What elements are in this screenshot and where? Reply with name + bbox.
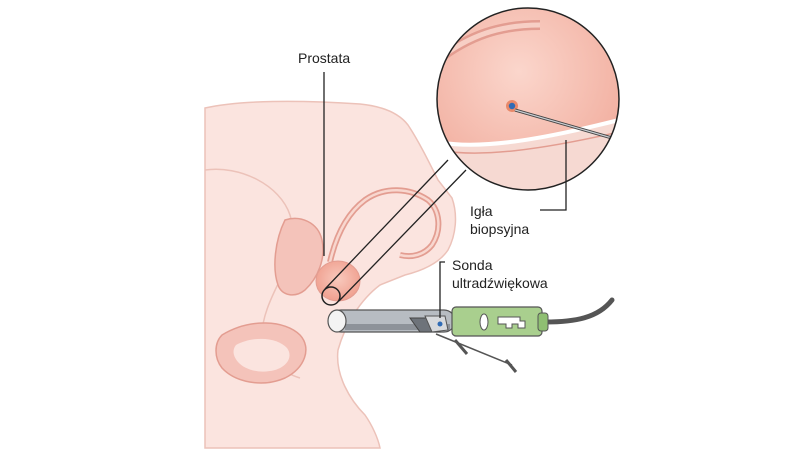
label-prostate: Prostata bbox=[298, 50, 350, 67]
label-probe-line1: Sonda bbox=[452, 257, 492, 274]
needle-grip-1 bbox=[455, 340, 467, 354]
probe-cable bbox=[545, 300, 612, 322]
probe-marker-dot bbox=[438, 322, 443, 327]
label-needle-line2: biopsyjna bbox=[470, 221, 529, 238]
probe-handle-cap bbox=[538, 313, 548, 331]
probe-handle bbox=[452, 307, 542, 336]
zoom-view bbox=[437, 8, 619, 190]
label-probe-line2: ultradźwiękowa bbox=[452, 275, 548, 292]
label-needle-line1: Igła bbox=[470, 203, 493, 220]
probe-button-icon bbox=[480, 314, 488, 330]
probe-tip-icon bbox=[328, 310, 346, 332]
biopsy-needle-icon bbox=[436, 334, 512, 365]
needle-grip-2 bbox=[506, 360, 516, 372]
